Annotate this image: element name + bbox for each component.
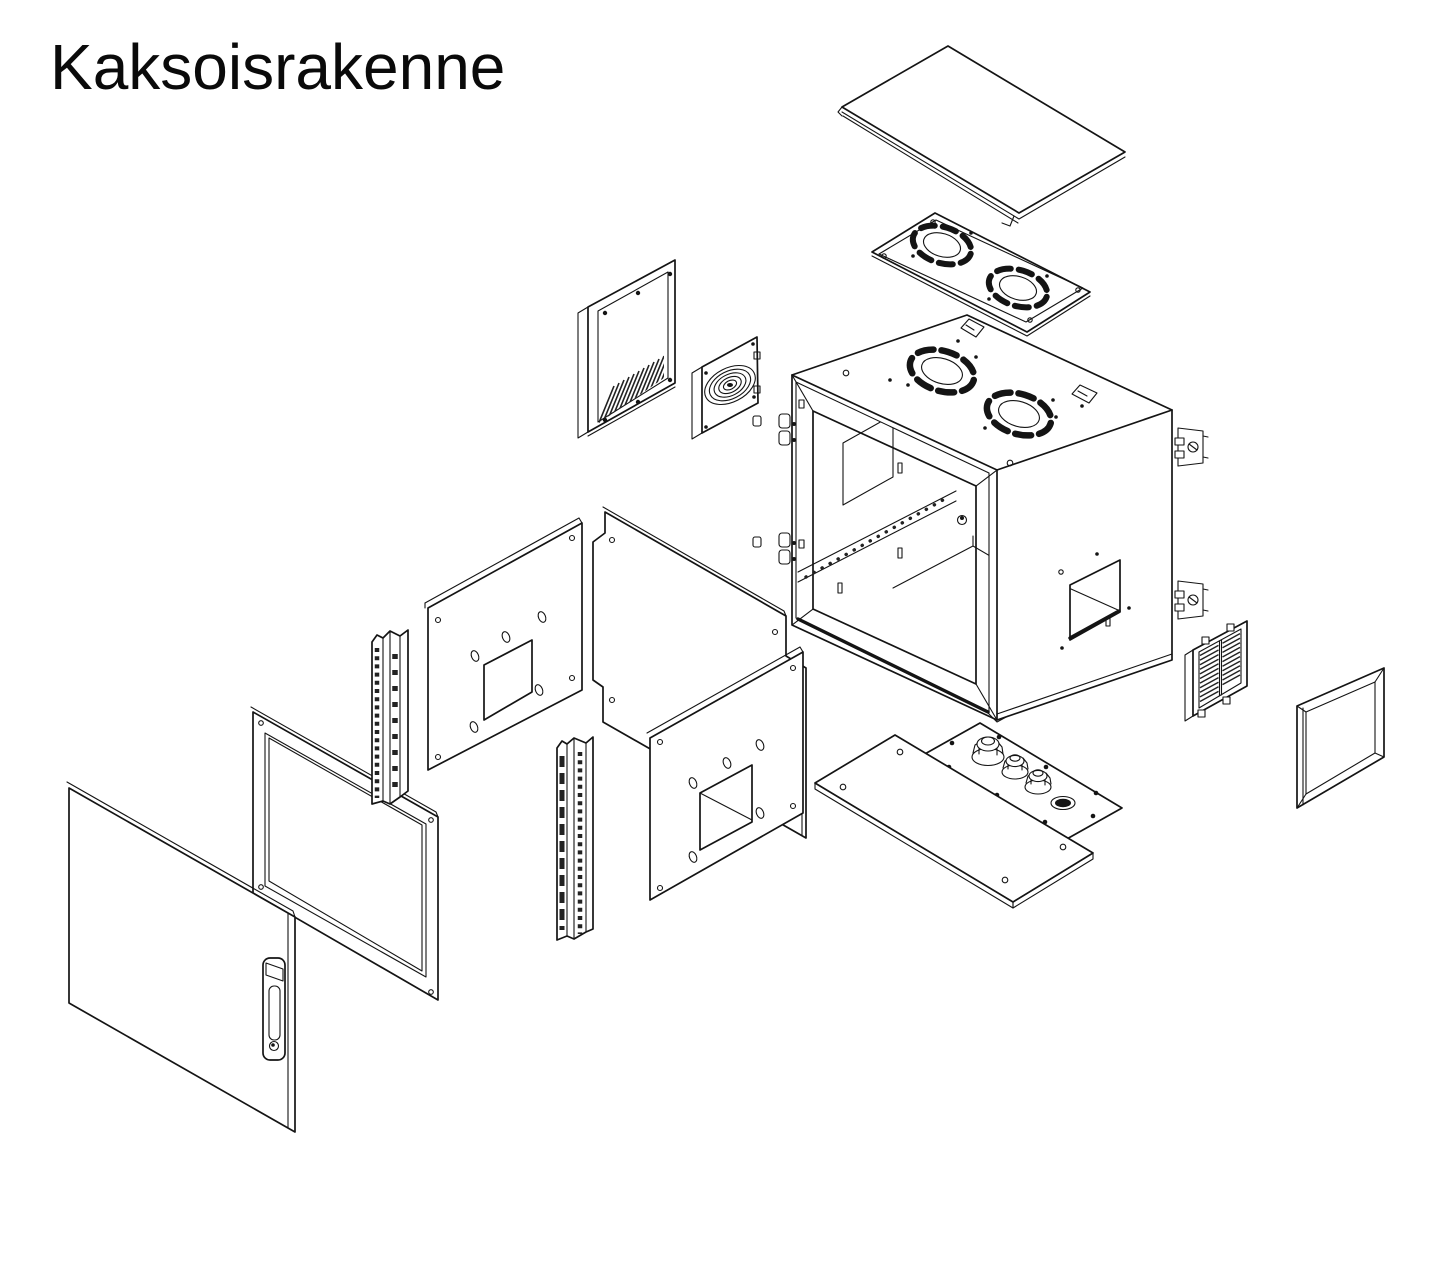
- side-cutout: [1068, 559, 1121, 641]
- side-cover: [1296, 667, 1385, 809]
- wall-bracket-lower: [1174, 580, 1209, 620]
- guard-rings: [704, 364, 756, 406]
- louver-grille: [1184, 620, 1248, 722]
- door-handle: [262, 957, 286, 1061]
- grommet: [1050, 795, 1076, 811]
- door-hinge: [752, 532, 796, 565]
- rack-rail-right: [556, 736, 594, 941]
- cable-gland: [1024, 769, 1052, 795]
- blank-gland-plate: [814, 734, 1094, 909]
- top-clip: [1071, 384, 1098, 408]
- wall-bracket-upper: [1174, 427, 1209, 467]
- fan-guard: [691, 336, 761, 440]
- rack-rail-left: [371, 629, 409, 805]
- cable-gland-plate: [922, 722, 1123, 841]
- cabinet-body: [752, 314, 1173, 723]
- vented-frame: [577, 259, 676, 439]
- plate-holes: [434, 534, 576, 761]
- cabinet-interior: [797, 414, 989, 594]
- roof-panel: [837, 45, 1126, 227]
- mounting-plate-upper: [424, 517, 583, 771]
- fan-cutout: [985, 265, 1051, 311]
- top-fan-cutout: [906, 346, 978, 396]
- front-door: [66, 781, 296, 1133]
- top-clip: [956, 318, 985, 343]
- mounting-plate-lower: [646, 646, 804, 901]
- door-hinge: [752, 413, 796, 446]
- louver-slats: [1199, 632, 1241, 703]
- page-title: Kaksoisrakenne: [50, 31, 506, 103]
- fan-tray: [871, 212, 1091, 337]
- front-frame: [791, 374, 998, 721]
- plate-holes: [656, 664, 797, 892]
- cable-gland: [971, 736, 1005, 767]
- cable-gland: [1001, 754, 1029, 780]
- fan-cutout: [909, 222, 975, 268]
- top-fan-cutout: [983, 389, 1055, 439]
